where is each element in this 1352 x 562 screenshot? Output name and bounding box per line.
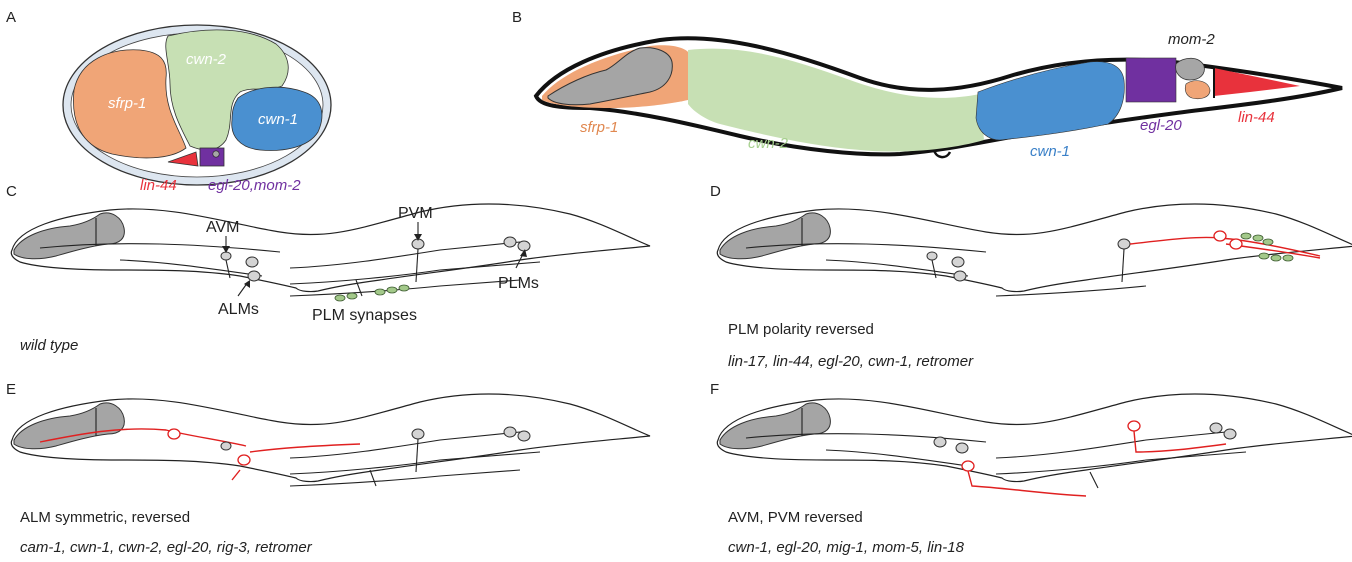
genes-d: lin-17, lin-44, egl-20, cwn-1, retromer	[728, 353, 974, 370]
label-sfrp-1-b: sfrp-1	[580, 119, 618, 136]
panel-c-letter: C	[6, 183, 17, 200]
label-cwn-2-a: cwn-2	[186, 51, 227, 68]
panel-a-embryo: sfrp-1 cwn-2 cwn-1 lin-44 egl-20,mom-2	[63, 25, 331, 194]
worm-e	[11, 394, 650, 482]
panel-b-letter: B	[512, 9, 522, 26]
label-egl-20-b: egl-20	[1140, 117, 1182, 134]
label-mom-2-b: mom-2	[1168, 31, 1215, 48]
cwn-1-region-b	[976, 62, 1124, 140]
egl-20-orange-b	[1185, 81, 1210, 99]
label-alms: ALMs	[218, 301, 259, 318]
genes-e: cam-1, cwn-1, cwn-2, egl-20, rig-3, retr…	[20, 539, 313, 556]
panel-a-letter: A	[6, 9, 16, 26]
panel-d-letter: D	[710, 183, 721, 200]
panel-c-worm: AVM PVM ALMs PLM synapses PLMs	[11, 204, 650, 324]
label-pvm: PVM	[398, 205, 433, 222]
panel-d-worm	[717, 204, 1352, 296]
mom-2-spot-a	[213, 151, 219, 157]
label-egl-20-mom-2-a: egl-20,mom-2	[208, 177, 301, 194]
label-sfrp-1-a: sfrp-1	[108, 95, 146, 112]
panel-f-letter: F	[710, 381, 719, 398]
worm-f	[717, 394, 1352, 482]
genes-f: cwn-1, egl-20, mig-1, mom-5, lin-18	[728, 539, 965, 556]
label-avm: AVM	[206, 219, 239, 236]
panel-e-letter: E	[6, 381, 16, 398]
mom-2-region-b	[1176, 58, 1205, 80]
panel-b-larva: mom-2 sfrp-1 cwn-2 cwn-1 egl-20 lin-44	[536, 31, 1342, 160]
egl-20-region-a	[200, 148, 224, 166]
panel-e-worm	[11, 394, 650, 486]
caption-e: ALM symmetric, reversed	[20, 509, 190, 526]
label-lin-44-b: lin-44	[1238, 109, 1275, 126]
label-cwn-1-a: cwn-1	[258, 111, 298, 128]
worm-c	[11, 204, 650, 292]
egl-20-region-b	[1126, 58, 1176, 102]
caption-c: wild type	[20, 337, 78, 354]
label-cwn-1-b: cwn-1	[1030, 143, 1070, 160]
panel-f-worm	[717, 394, 1352, 496]
label-lin-44-a: lin-44	[140, 177, 177, 194]
caption-d: PLM polarity reversed	[728, 321, 874, 338]
label-cwn-2-b: cwn-2	[748, 135, 789, 152]
label-plm-synapses: PLM synapses	[312, 307, 417, 324]
caption-f: AVM, PVM reversed	[728, 509, 863, 526]
label-plms: PLMs	[498, 275, 539, 292]
